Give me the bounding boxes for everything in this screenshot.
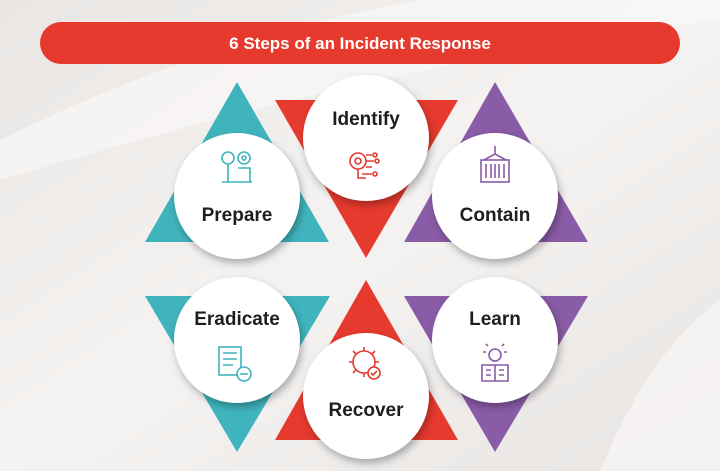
step-label: Eradicate — [194, 309, 280, 330]
shipping-container-icon — [480, 146, 510, 183]
lightbulb-book-icon — [481, 343, 509, 382]
step-label: Prepare — [202, 205, 273, 226]
background-wave — [600, 300, 720, 471]
step-label: Recover — [329, 400, 405, 421]
step-label: Contain — [460, 205, 531, 226]
step-recover: Recover — [303, 333, 429, 459]
step-prepare: Prepare — [174, 133, 300, 259]
virus-check-icon — [349, 347, 381, 380]
target-flowchart-icon — [349, 152, 380, 179]
step-identify: Identify — [303, 75, 429, 201]
gear-tree-icon — [221, 151, 252, 183]
step-eradicate: Eradicate — [174, 277, 300, 403]
step-contain: Contain — [432, 133, 558, 259]
step-label: Identify — [332, 109, 400, 130]
page-title: 6 Steps of an Incident Response — [229, 34, 491, 53]
checklist-remove-icon — [218, 346, 252, 382]
step-label: Learn — [469, 309, 521, 330]
title-banner — [40, 22, 680, 64]
step-learn: Learn — [432, 277, 558, 403]
